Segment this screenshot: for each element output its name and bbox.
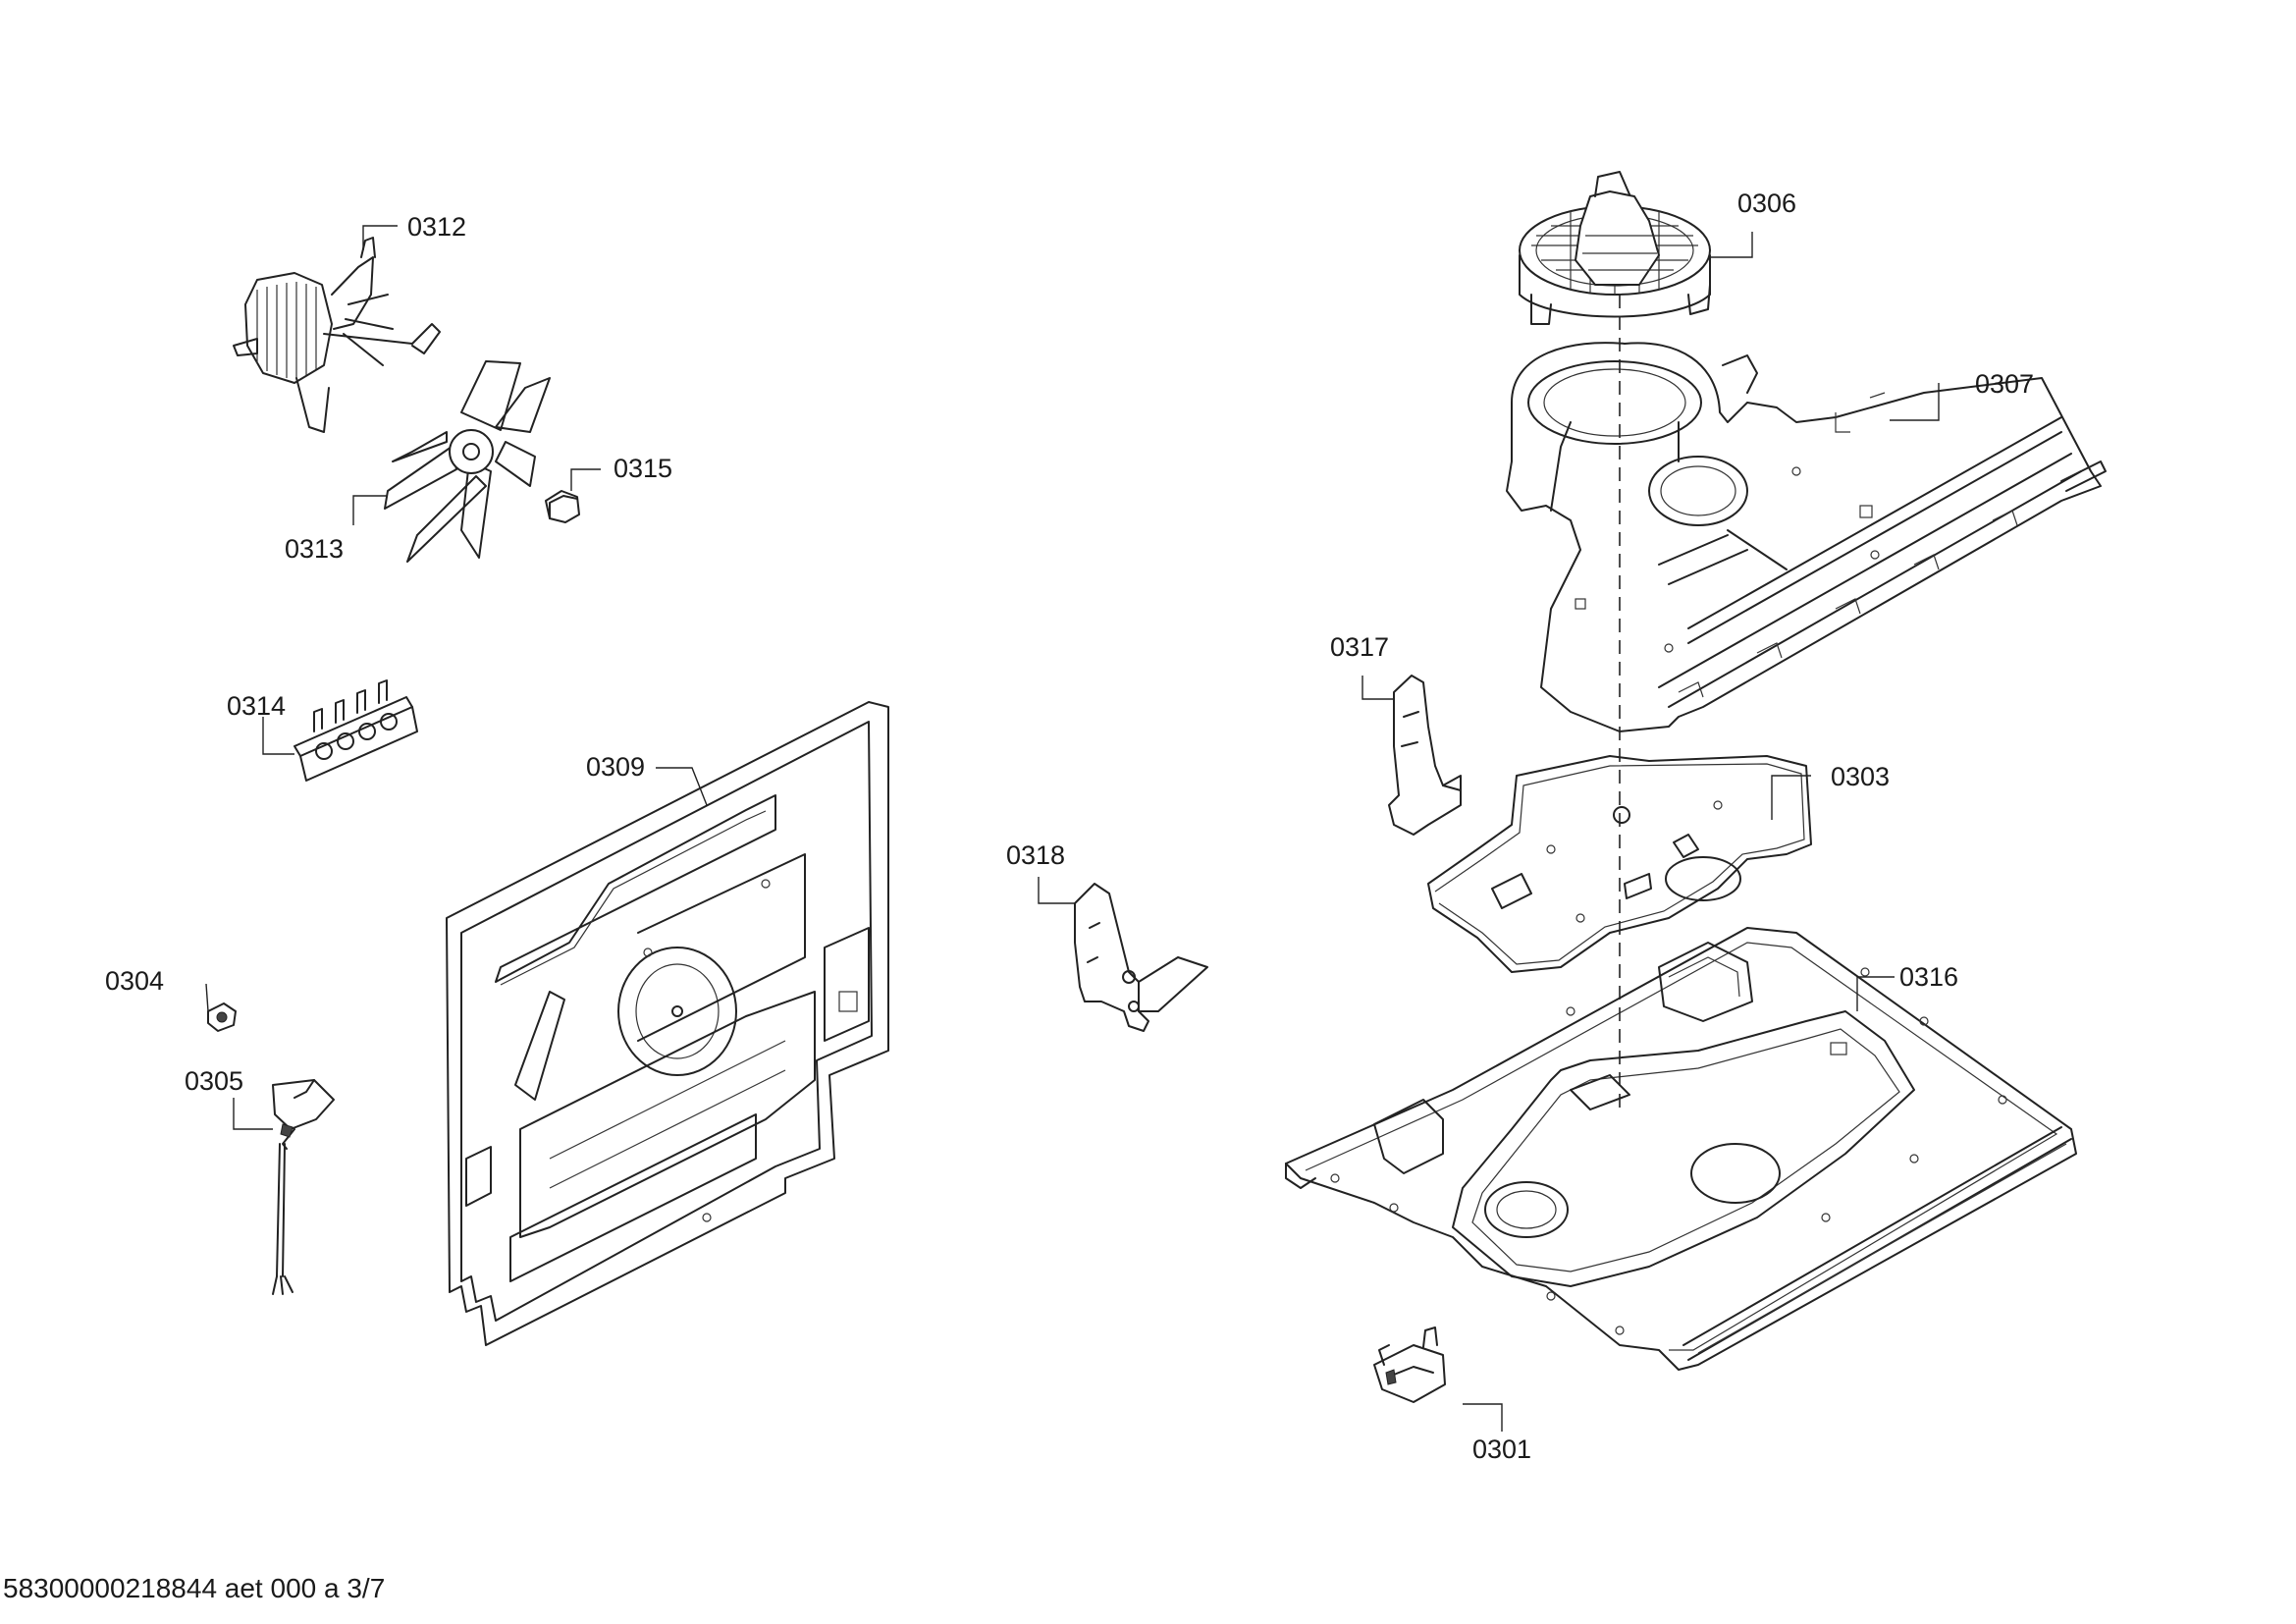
fan-motor-drawing[interactable] (233, 237, 441, 433)
cover-plate-drawing[interactable] (1427, 755, 1812, 973)
part-label-0312: 0312 (407, 212, 466, 242)
part-label-0316: 0316 (1899, 962, 1958, 992)
terminal-block-drawing[interactable] (294, 679, 418, 782)
part-label-0317: 0317 (1330, 632, 1389, 662)
bracket-0318-drawing[interactable] (1074, 883, 1208, 1032)
document-code: 58300000218844 aet 000 a 3/7 (3, 1573, 385, 1603)
part-label-0306: 0306 (1737, 189, 1796, 218)
nut-drawing[interactable] (545, 490, 580, 523)
part-label-0307: 0307 (1975, 369, 2034, 399)
part-label-0314: 0314 (227, 691, 286, 721)
part-label-0305: 0305 (185, 1066, 243, 1096)
part-label-0301: 0301 (1472, 1435, 1531, 1464)
part-label-0315: 0315 (614, 454, 672, 483)
power-cord-drawing[interactable] (272, 1079, 335, 1295)
part-label-0309: 0309 (586, 752, 645, 782)
grommet-drawing[interactable] (207, 1002, 237, 1032)
bracket-0317-drawing[interactable] (1388, 675, 1462, 836)
air-duct-housing-drawing[interactable] (1506, 342, 2107, 732)
part-label-0303: 0303 (1831, 762, 1890, 791)
thermal-switch-drawing[interactable] (1373, 1326, 1446, 1403)
part-label-0304: 0304 (105, 966, 164, 996)
base-panel-drawing[interactable] (1285, 927, 2077, 1371)
leader-lines (205, 225, 1940, 1432)
rear-panel-drawing[interactable] (446, 701, 889, 1346)
part-label-0318: 0318 (1006, 840, 1065, 870)
part-labels: 0312 0313 0315 0314 0309 0304 0305 0318 … (105, 189, 2034, 1464)
blower-fan-drawing[interactable] (1519, 171, 1711, 325)
fan-blade-drawing[interactable] (384, 360, 551, 563)
part-label-0313: 0313 (285, 534, 344, 564)
